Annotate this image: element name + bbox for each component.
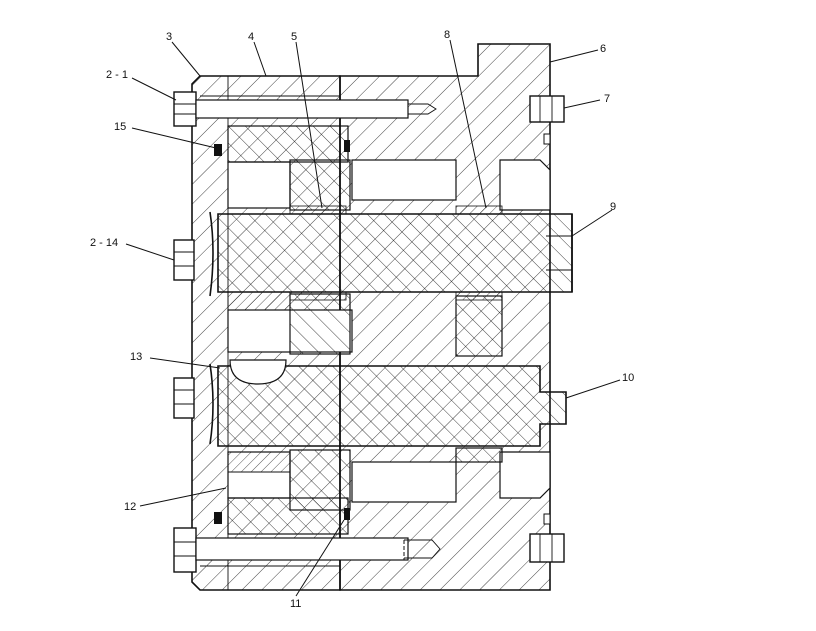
drive-shaft — [217, 213, 573, 293]
leader-lines — [125, 39, 621, 597]
label-15: 15 — [114, 121, 126, 133]
label-11: 11 — [290, 598, 301, 610]
right-seals — [543, 133, 551, 525]
part-labels: 2 - 1 3 4 5 8 6 7 15 9 2 - 14 13 10 12 1… — [90, 29, 634, 610]
top-bolt — [173, 91, 437, 127]
bearing-blocks — [227, 125, 503, 535]
label-12: 12 — [124, 501, 136, 513]
label-3: 3 — [166, 31, 172, 43]
label-8: 8 — [444, 29, 450, 41]
label-2-1: 2 - 1 — [106, 69, 128, 81]
lower-bolt — [173, 377, 195, 419]
plug-top — [529, 95, 565, 123]
driven-shaft — [217, 365, 567, 447]
label-6: 6 — [600, 43, 606, 55]
key-13 — [229, 359, 287, 385]
housing-body — [339, 43, 551, 591]
label-2-14: 2 - 14 — [90, 237, 118, 249]
label-7: 7 — [604, 93, 610, 105]
middle-bolt — [173, 239, 195, 281]
label-5: 5 — [291, 31, 297, 43]
retaining-rings — [209, 140, 350, 524]
bottom-bolt — [173, 527, 441, 573]
label-4: 4 — [248, 31, 254, 43]
label-13: 13 — [130, 351, 142, 363]
label-9: 9 — [610, 201, 616, 213]
plug-bottom — [529, 533, 565, 563]
label-10: 10 — [622, 372, 634, 384]
bushings — [227, 205, 503, 473]
